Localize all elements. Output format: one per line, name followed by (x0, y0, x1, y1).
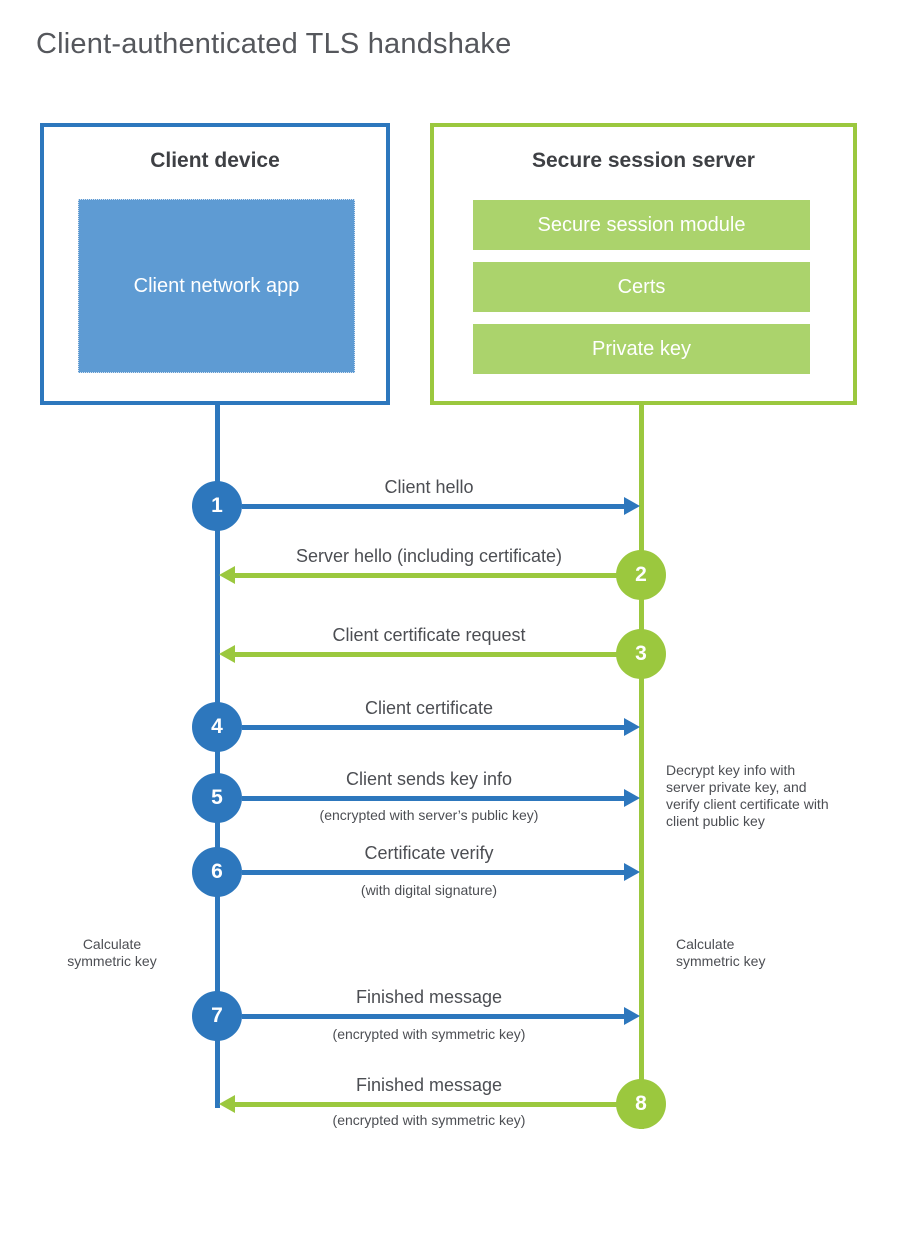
step-8-arrowhead-icon (219, 1095, 235, 1113)
step-6-arrow (242, 870, 624, 875)
step-2-arrowhead-icon (219, 566, 235, 584)
step-3-arrowhead-icon (219, 645, 235, 663)
server-module-secure-session: Secure session module (473, 200, 810, 250)
step-6-arrowhead-icon (624, 863, 640, 881)
step-7-sublabel: (encrypted with symmetric key) (332, 1026, 526, 1042)
step-5-sublabel: (encrypted with server’s public key) (319, 807, 539, 823)
calculate-symmetric-key-note-left: Calculate symmetric key (67, 936, 157, 970)
client-lifeline (215, 403, 220, 1108)
step-2-circle: 2 (616, 550, 666, 600)
step-8-label: Finished message (355, 1075, 503, 1095)
calculate-symmetric-key-note-right: Calculate symmetric key (676, 936, 766, 970)
step-5-arrow (242, 796, 624, 801)
server-lifeline (639, 403, 644, 1129)
step-3-circle: 3 (616, 629, 666, 679)
client-network-app-label: Client network app (133, 275, 300, 297)
step-5-label: Client sends key info (345, 769, 513, 789)
step-4-circle: 4 (192, 702, 242, 752)
step-6-label: Certificate verify (364, 843, 494, 863)
step-3-label: Client certificate request (332, 625, 526, 645)
step-2-arrow (235, 573, 618, 578)
step-1-circle: 1 (192, 481, 242, 531)
client-device-title: Client device (150, 149, 280, 172)
step-3-arrow (235, 652, 618, 657)
client-network-app-box: Client network app (78, 199, 355, 373)
server-module-private-key: Private key (473, 324, 810, 374)
step-1-arrowhead-icon (624, 497, 640, 515)
step-2-label: Server hello (including certificate) (295, 546, 563, 566)
step-4-label: Client certificate (364, 698, 494, 718)
step-4-arrowhead-icon (624, 718, 640, 736)
step-8-sublabel: (encrypted with symmetric key) (332, 1112, 526, 1128)
step-6-circle: 6 (192, 847, 242, 897)
step-1-arrow (242, 504, 624, 509)
secure-session-server-box: Secure session server Secure session mod… (430, 123, 857, 405)
server-decrypt-note: Decrypt key info with server private key… (666, 762, 829, 830)
step-7-label: Finished message (355, 987, 503, 1007)
step-7-arrow (242, 1014, 624, 1019)
secure-session-server-title: Secure session server (532, 149, 755, 172)
client-device-box: Client device Client network app (40, 123, 390, 405)
step-8-arrow (235, 1102, 618, 1107)
page-title: Client-authenticated TLS handshake (36, 28, 512, 60)
step-1-label: Client hello (384, 477, 474, 497)
step-7-circle: 7 (192, 991, 242, 1041)
step-7-arrowhead-icon (624, 1007, 640, 1025)
server-module-certs: Certs (473, 262, 810, 312)
step-8-circle: 8 (616, 1079, 666, 1129)
step-5-arrowhead-icon (624, 789, 640, 807)
step-5-circle: 5 (192, 773, 242, 823)
step-6-sublabel: (with digital signature) (360, 882, 498, 898)
step-4-arrow (242, 725, 624, 730)
